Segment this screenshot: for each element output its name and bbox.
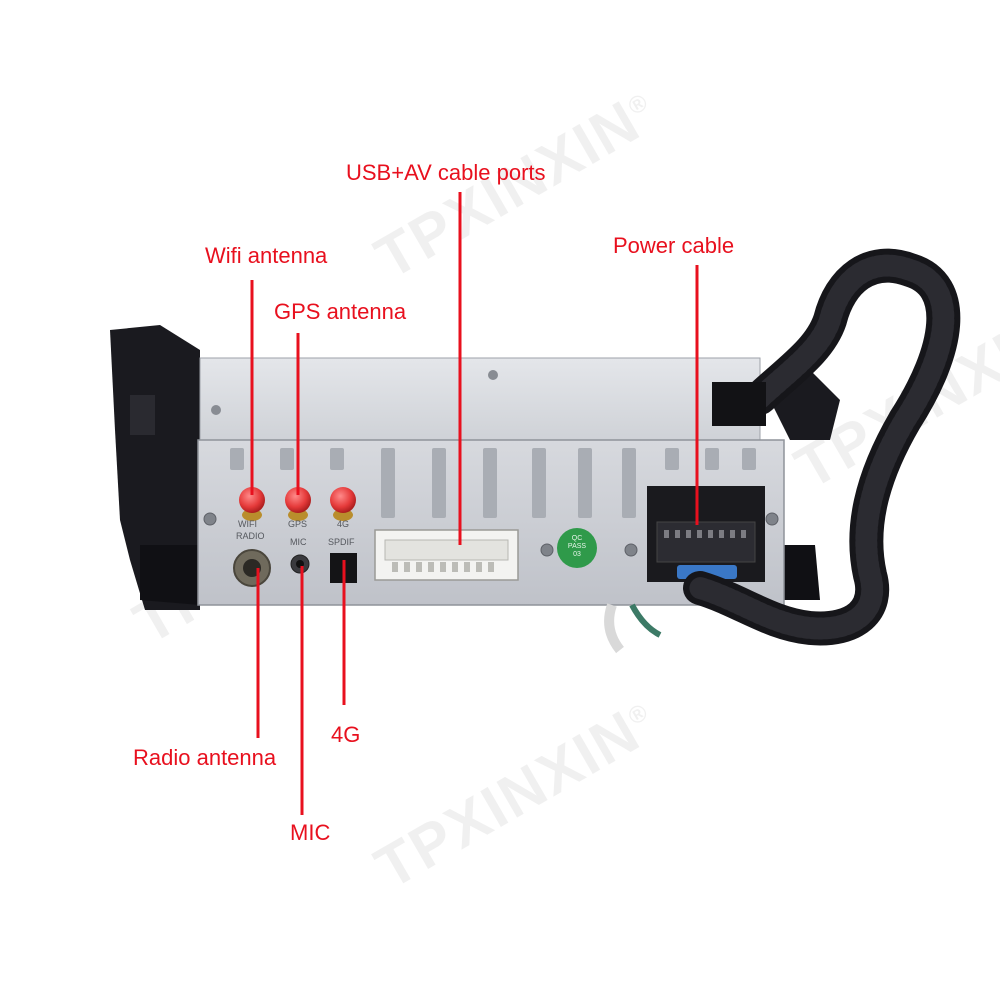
gps-connector: [285, 487, 311, 521]
callout-4g: 4G: [331, 722, 361, 747]
panel-label-mic: MIC: [290, 537, 307, 547]
callout-lines: [250, 192, 699, 815]
top-plate: [199, 357, 761, 441]
qc-pass-sticker: [557, 528, 597, 568]
ribbon-wires: [604, 603, 662, 654]
panel-label-wifi: WIFI: [238, 519, 257, 529]
panel-label-radio: RADIO: [236, 531, 265, 541]
callout-power-cable: Power cable: [613, 233, 735, 258]
4g-connector: [330, 487, 356, 521]
left-bracket: [110, 325, 200, 610]
qc-text-line2: PASS: [567, 543, 587, 550]
qc-text-line3: 03: [573, 551, 581, 558]
panel-label-spdif: SPDIF: [328, 537, 355, 547]
callout-mic: MIC: [290, 820, 331, 845]
rear-panel: [197, 439, 785, 606]
panel-label-4g: 4G: [337, 519, 350, 529]
callout-wifi-antenna: Wifi antenna: [205, 243, 328, 268]
vent-slots: [230, 448, 756, 518]
power-cable-loom: [683, 248, 961, 646]
qc-sticker-text: QC PASS 03: [562, 535, 592, 559]
panel-label-gps: GPS: [288, 519, 308, 529]
callout-usb-av: USB+AV cable ports: [346, 160, 546, 185]
callout-gps-antenna: GPS antenna: [274, 299, 407, 324]
wifi-connector: [239, 487, 265, 521]
callout-radio-antenna: Radio antenna: [133, 745, 277, 770]
usb-av-connector: [374, 529, 519, 581]
mic-jack: [290, 554, 310, 574]
qc-text-line1: QC: [571, 535, 583, 542]
power-connector: [647, 486, 765, 582]
radio-antenna-socket: [233, 549, 271, 587]
